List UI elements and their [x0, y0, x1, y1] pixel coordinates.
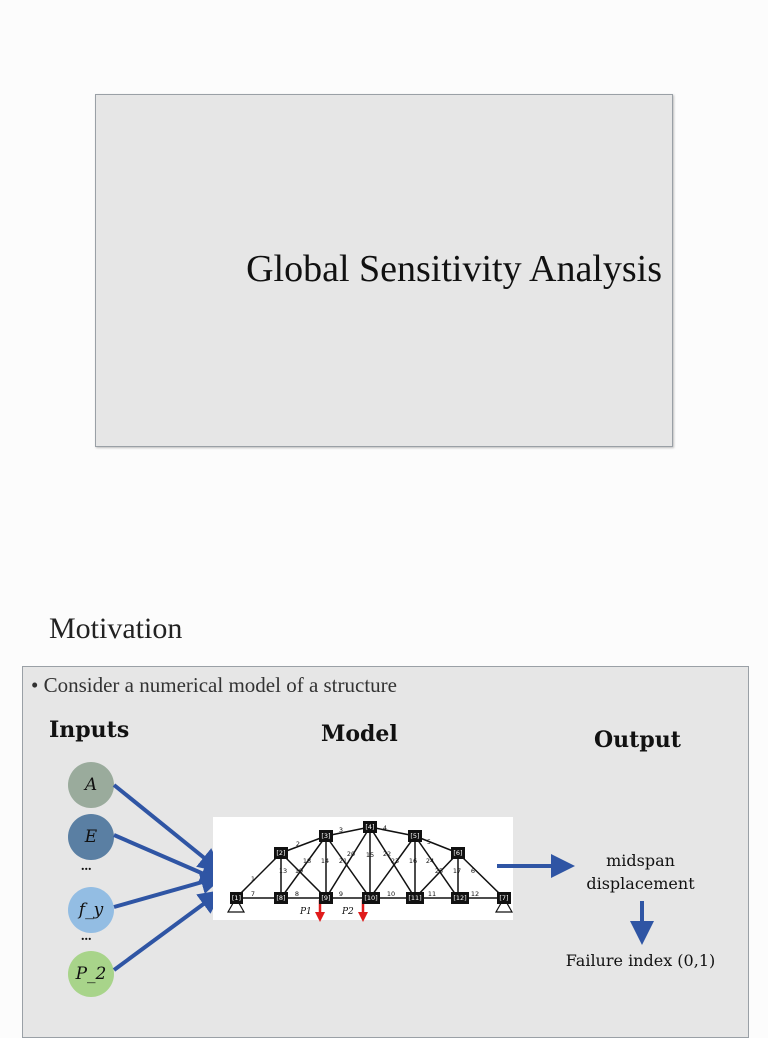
- ellipsis-1: ...: [81, 859, 92, 874]
- svg-text:10: 10: [387, 890, 395, 898]
- svg-text:8: 8: [295, 890, 299, 898]
- svg-text:[5]: [5]: [410, 832, 419, 840]
- svg-text:[3]: [3]: [321, 832, 330, 840]
- truss-node-labels: [1] [2] [3] [4] [5] [6] [7] [8] [9] [10]…: [232, 823, 509, 902]
- title-slide: Global Sensitivity Analysis: [95, 94, 673, 447]
- svg-text:[2]: [2]: [276, 849, 285, 857]
- arrow-p2: [112, 889, 223, 972]
- svg-text:20: 20: [347, 850, 355, 858]
- input-label-a: A: [84, 775, 98, 795]
- svg-text:P1: P1: [299, 907, 312, 917]
- svg-text:[11]: [11]: [408, 894, 421, 902]
- output-line2: displacement: [586, 874, 695, 893]
- arrow-fy: [113, 870, 225, 909]
- svg-text:[7]: [7]: [499, 894, 508, 902]
- svg-text:13: 13: [279, 867, 287, 875]
- svg-text:19: 19: [295, 867, 303, 875]
- left-support-icon: [226, 896, 246, 913]
- right-support-icon: [494, 896, 514, 913]
- motivation-slide: • Consider a numerical model of a struct…: [22, 666, 749, 1038]
- svg-text:[8]: [8]: [276, 894, 285, 902]
- arrow-e: [113, 833, 225, 885]
- svg-text:P2: P2: [341, 907, 354, 917]
- svg-text:[9]: [9]: [321, 894, 330, 902]
- svg-text:24: 24: [426, 857, 434, 865]
- inputs-heading: Inputs: [49, 717, 130, 743]
- model-diagram: [1] [2] [3] [4] [5] [6] [7] [8] [9] [10]…: [112, 783, 654, 972]
- svg-text:12: 12: [471, 890, 479, 898]
- svg-text:15: 15: [366, 851, 374, 859]
- load-labels: P1 P2: [299, 907, 354, 917]
- input-label-p2: P_2: [75, 964, 107, 984]
- input-node-a: A: [68, 762, 114, 808]
- svg-text:18: 18: [303, 857, 311, 865]
- svg-text:[10]: [10]: [364, 894, 377, 902]
- section-title: Motivation: [49, 612, 183, 645]
- svg-text:4: 4: [383, 824, 387, 832]
- svg-text:[1]: [1]: [232, 894, 241, 902]
- svg-text:[6]: [6]: [453, 849, 462, 857]
- truss-nodes: [230, 821, 511, 904]
- input-node-e: E: [68, 814, 114, 860]
- slide-title: Global Sensitivity Analysis: [246, 248, 662, 290]
- svg-text:5: 5: [427, 838, 431, 846]
- svg-text:[12]: [12]: [453, 894, 466, 902]
- arrow-a: [112, 783, 223, 873]
- svg-text:6: 6: [471, 867, 475, 875]
- svg-text:21: 21: [339, 857, 347, 865]
- svg-text:16: 16: [409, 857, 417, 865]
- truss-member-labels: 1 2 3 4 5 6 7 8 9 10 11 12 13 14 15 16 1…: [251, 824, 479, 898]
- svg-text:22: 22: [383, 850, 391, 858]
- output-line1: midspan: [606, 851, 675, 870]
- svg-text:7: 7: [251, 890, 255, 898]
- input-node-fy: f_y: [68, 887, 114, 933]
- svg-text:1: 1: [251, 875, 255, 883]
- svg-text:2: 2: [296, 840, 300, 848]
- svg-text:9: 9: [339, 890, 343, 898]
- ellipsis-2: ...: [81, 929, 92, 944]
- svg-text:23: 23: [391, 857, 399, 865]
- model-heading: Model: [321, 721, 398, 747]
- svg-text:25: 25: [435, 867, 443, 875]
- svg-text:[4]: [4]: [365, 823, 374, 831]
- failure-index-label: Failure index (0,1): [565, 951, 716, 970]
- bullet-text: • Consider a numerical model of a struct…: [31, 673, 397, 697]
- svg-text:14: 14: [321, 857, 329, 865]
- output-heading: Output: [594, 727, 681, 753]
- svg-text:11: 11: [428, 890, 436, 898]
- svg-text:17: 17: [453, 867, 461, 875]
- input-node-p2: P_2: [68, 951, 114, 997]
- input-label-fy: f_y: [78, 900, 104, 920]
- input-label-e: E: [84, 827, 98, 847]
- svg-text:3: 3: [339, 826, 343, 834]
